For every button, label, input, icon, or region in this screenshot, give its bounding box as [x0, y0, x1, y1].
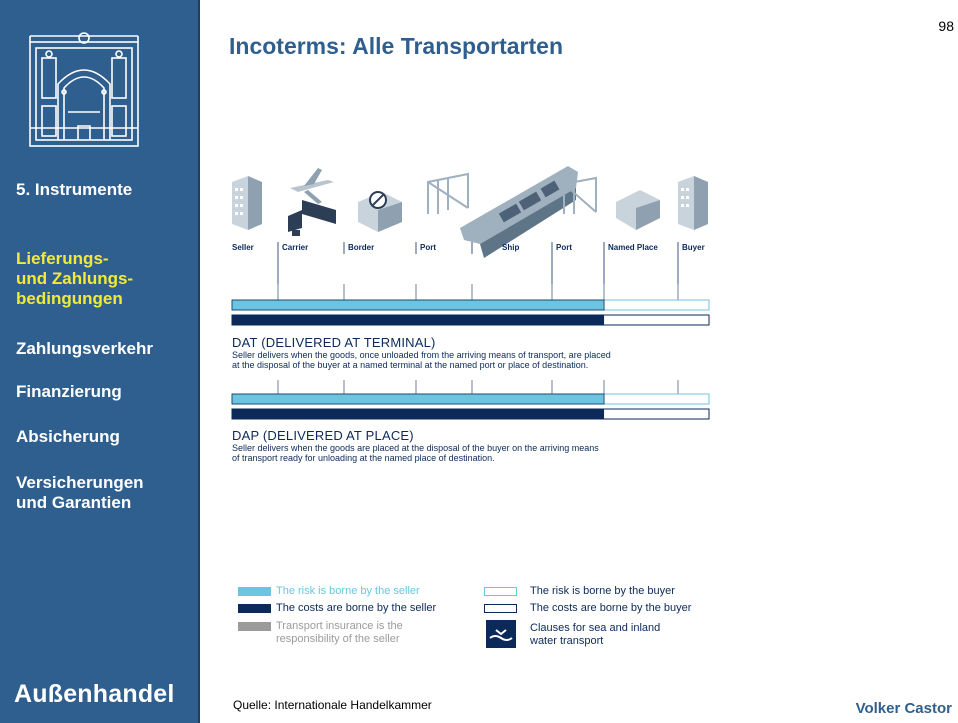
dat-costs-seller-bar — [232, 315, 605, 325]
legend-label-costs-buyer: The costs are borne by the buyer — [530, 602, 692, 614]
incoterms-figure: Seller Carrier Border Port Ship Port Nam… — [231, 166, 710, 326]
legend-label-risk-seller: The risk is borne by the seller — [276, 585, 420, 597]
legend-swatch-risk-buyer — [484, 587, 517, 596]
sidebar-item-label-line: bedingungen — [16, 289, 123, 308]
port-crane-icon — [427, 172, 469, 214]
sidebar-item-label-line: und Zahlungs- — [16, 269, 134, 288]
sidebar-item-zahlungsverkehr[interactable]: Zahlungsverkehr — [16, 339, 153, 358]
port-crane-icon — [563, 176, 597, 214]
station-label-port: Port — [556, 243, 572, 252]
legend-line: water transport — [530, 635, 604, 647]
description-line: Seller delivers when the goods, once unl… — [232, 350, 611, 360]
station-label-seller: Seller — [232, 243, 254, 252]
airplane-icon — [290, 168, 334, 204]
buyer-building-icon — [678, 176, 708, 230]
legend-line: responsibility of the seller — [276, 633, 400, 645]
legend-label-risk-buyer: The risk is borne by the buyer — [530, 585, 675, 597]
station-label-border: Border — [348, 243, 374, 252]
station-label-buyer: Buyer — [682, 243, 705, 252]
legend-swatch-costs-seller — [238, 604, 271, 613]
legend-swatch-insurance — [238, 622, 271, 631]
seller-building-icon — [232, 176, 262, 230]
border-office-icon — [358, 191, 402, 232]
warehouse-icon — [616, 190, 660, 230]
truck-icon — [288, 200, 336, 236]
dat-risk-seller-bar — [231, 299, 605, 311]
station-label-named-place: Named Place — [608, 243, 658, 252]
sidebar: 5. Instrumente Lieferungs- und Zahlungs-… — [0, 0, 200, 723]
sidebar-item-label-line: und Garantien — [16, 493, 132, 512]
legend-swatch-risk-seller — [238, 587, 271, 596]
source-note: Quelle: Internationale Handelkammer — [233, 698, 432, 712]
container-ship-icon — [460, 166, 578, 258]
dat-bars — [231, 284, 710, 326]
legend-swatch-costs-buyer — [484, 604, 517, 613]
legend-label-insurance: Transport insurance is the responsibilit… — [276, 620, 403, 646]
building-logo-icon — [29, 32, 139, 147]
sidebar-item-instrumente[interactable]: 5. Instrumente — [16, 180, 133, 199]
station-label-ship: Ship — [502, 243, 519, 252]
legend-line: Clauses for sea and inland — [530, 622, 661, 634]
legend-line: Transport insurance is the — [276, 620, 403, 632]
brand-label: Außenhandel — [14, 680, 175, 708]
sidebar-item-absicherung[interactable]: Absicherung — [16, 427, 120, 446]
author-name: Volker Castor — [855, 700, 952, 717]
station-label-port: Port — [420, 243, 436, 252]
dat-description: Seller delivers when the goods, once unl… — [232, 350, 692, 370]
dap-risk-seller-bar — [231, 393, 605, 405]
station-labels: Seller Carrier Border Port Ship Port Nam… — [232, 242, 705, 284]
station-label-carrier: Carrier — [282, 243, 308, 252]
description-line: of transport ready for unloading at the … — [232, 453, 495, 463]
sidebar-item-lieferungs-und-zahlungsbedingungen[interactable]: Lieferungs- und Zahlungs- bedingungen — [16, 249, 133, 309]
dap-bars — [231, 380, 710, 420]
description-line: Seller delivers when the goods are place… — [232, 443, 599, 453]
dap-title: DAP (DELIVERED AT PLACE) — [232, 428, 414, 443]
sidebar-item-versicherungen-und-garantien[interactable]: Versicherungen und Garantien — [16, 473, 144, 513]
dap-costs-seller-bar — [232, 409, 605, 419]
sidebar-item-label-line: Lieferungs- — [16, 249, 109, 268]
page-number: 98 — [938, 18, 954, 34]
dat-title: DAT (DELIVERED AT TERMINAL) — [232, 335, 436, 350]
legend-label-sea-transport: Clauses for sea and inland water transpo… — [530, 622, 660, 648]
sidebar-item-label-line: Versicherungen — [16, 473, 144, 492]
page-title: Incoterms: Alle Transportarten — [229, 33, 564, 59]
description-line: at the disposal of the buyer at a named … — [232, 360, 589, 370]
legend-label-costs-seller: The costs are borne by the seller — [276, 602, 437, 614]
sea-transport-icon — [486, 620, 516, 648]
sidebar-item-finanzierung[interactable]: Finanzierung — [16, 382, 122, 401]
dap-description: Seller delivers when the goods are place… — [232, 443, 692, 463]
